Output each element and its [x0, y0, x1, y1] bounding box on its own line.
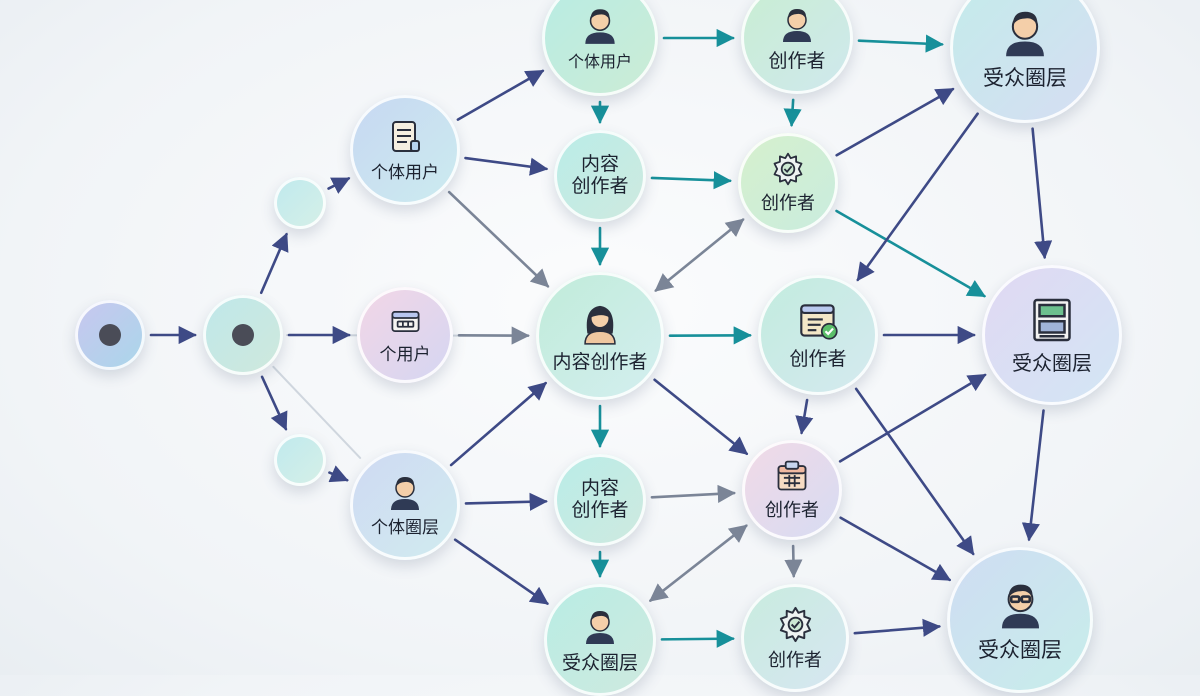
arrow-d5-to-a3 [855, 626, 939, 633]
arrow-c2-to-d2 [652, 178, 730, 181]
arrow-c4-to-d4 [652, 493, 734, 497]
arrow-u3-to-c4 [466, 501, 546, 503]
node-c5: 受众圈层 [544, 584, 656, 696]
arrow-u3-to-c3 [451, 383, 545, 465]
glasses-person-icon [994, 578, 1047, 635]
arrow-d2-to-a1 [837, 89, 953, 155]
node-label: 受众圈层 [978, 638, 1062, 662]
node-small-bottom [274, 434, 326, 486]
node-label: 创作者 [765, 501, 819, 522]
calendar-icon [774, 458, 810, 498]
node-root [75, 300, 145, 370]
person-icon [579, 4, 621, 50]
node-label: 内容 创作者 [571, 478, 628, 522]
arrow-d4-to-d5 [793, 546, 794, 576]
arrow-u1-to-c3 [449, 192, 548, 286]
person-icon [777, 4, 817, 48]
arrow-hub-to-small-top [261, 234, 286, 293]
arrow-small-top-to-u1 [329, 178, 349, 188]
node-hub [203, 295, 283, 375]
arrow-u1-to-c1 [458, 71, 543, 120]
node-a2: 受众圈层 [982, 265, 1122, 405]
bidirectional-arrow-d2-c3 [656, 220, 743, 291]
arrow-d3-to-d4 [802, 400, 807, 433]
woman-icon [577, 299, 623, 349]
screen-icon [1027, 295, 1077, 349]
arrow-a1-to-d3 [858, 114, 978, 280]
arrow-d4-to-a2 [840, 375, 985, 461]
arrow-u3-to-c5 [455, 540, 547, 604]
arrow-a1-to-a2 [1033, 129, 1045, 258]
arrow-u1-to-c2 [465, 158, 546, 169]
gear-icon [770, 151, 806, 191]
node-label: 创作者 [768, 651, 822, 672]
dot-icon [99, 324, 121, 346]
node-label: 创作者 [768, 51, 825, 73]
node-d2: 创作者 [738, 133, 838, 233]
window-icon [388, 304, 423, 343]
node-d4: 创作者 [742, 440, 842, 540]
arrow-d2-to-a2 [837, 211, 985, 296]
person-icon [385, 472, 425, 516]
node-label: 个体用户 [371, 164, 439, 184]
node-c3: 内容创作者 [536, 272, 664, 400]
bidirectional-arrow-d4-c5 [650, 526, 746, 601]
arrow-d1-to-d2 [792, 100, 794, 125]
node-label: 受众圈层 [1012, 352, 1092, 375]
arrow-c5-to-d5 [662, 639, 733, 640]
checklist-icon [797, 299, 840, 346]
node-d3: 创作者 [758, 275, 878, 395]
dot-icon [232, 324, 254, 346]
arrow-small-bottom-to-u3 [329, 473, 347, 481]
arrow-hub-to-small-bottom [262, 377, 286, 429]
arrow-c3-to-d4 [655, 380, 747, 454]
network-diagram: 个体用户个用户个体圈层个体用户内容 创作者内容创作者内容 创作者受众圈层创作者创… [0, 0, 1200, 675]
node-label: 创作者 [761, 194, 815, 215]
node-small-top [274, 177, 326, 229]
node-u2: 个用户 [357, 287, 453, 383]
node-label: 内容创作者 [552, 352, 647, 374]
person-icon [998, 5, 1052, 63]
node-u1: 个体用户 [350, 95, 460, 205]
node-label: 受众圈层 [983, 66, 1067, 90]
arrow-a2-to-a3 [1029, 411, 1043, 540]
node-c4: 内容 创作者 [554, 454, 646, 546]
gear-icon [776, 605, 815, 648]
node-a3: 受众圈层 [947, 547, 1093, 693]
node-u3: 个体圈层 [350, 450, 460, 560]
node-label: 个用户 [380, 346, 431, 366]
document-icon [385, 117, 425, 161]
node-label: 个体用户 [568, 53, 632, 71]
arrow-d3-to-a3 [856, 389, 973, 554]
node-c2: 内容 创作者 [554, 130, 646, 222]
node-label: 受众圈层 [562, 653, 638, 675]
person-icon [580, 606, 620, 650]
arrow-d4-to-a3 [841, 518, 950, 580]
node-d5: 创作者 [741, 584, 849, 692]
node-label: 个体圈层 [371, 519, 439, 539]
arrow-d1-to-a1 [859, 41, 942, 45]
node-label: 创作者 [789, 349, 846, 371]
node-label: 内容 创作者 [571, 154, 628, 198]
